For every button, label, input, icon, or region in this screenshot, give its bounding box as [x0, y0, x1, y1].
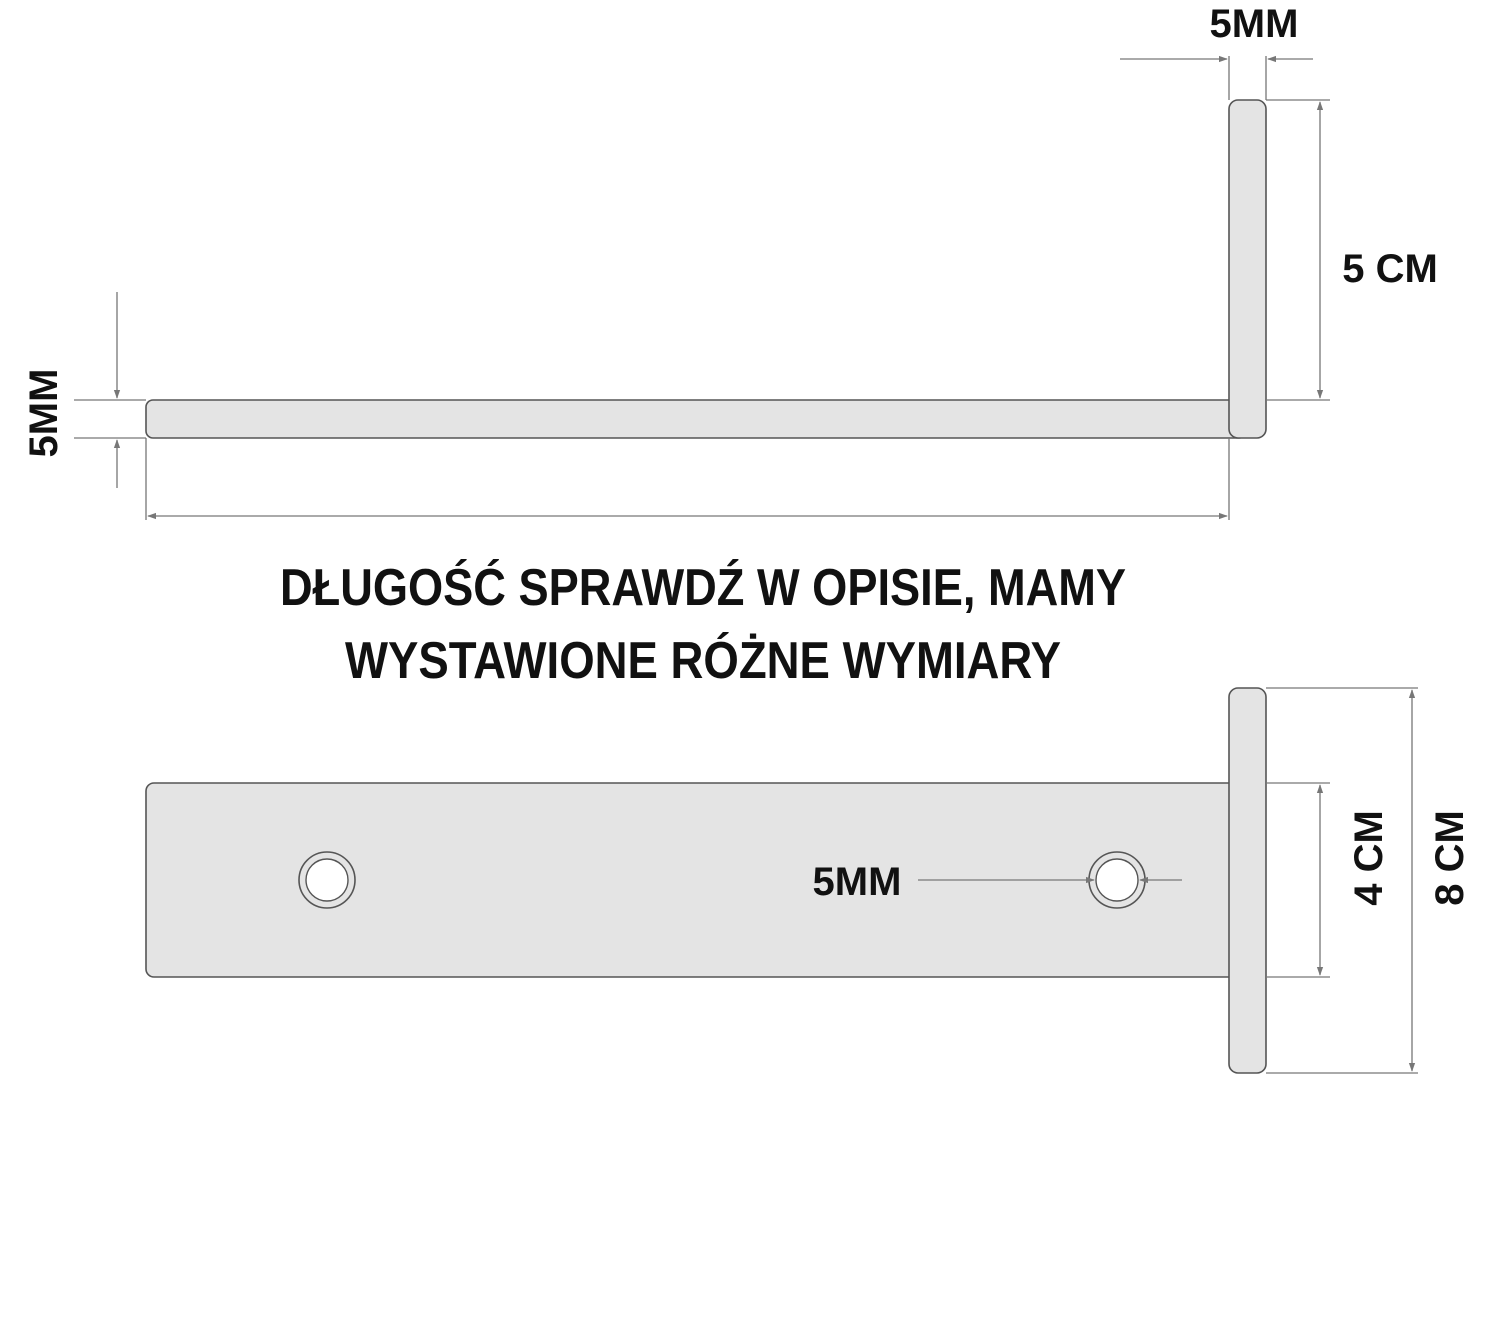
- upright-height-label: 5 CM: [1342, 247, 1438, 291]
- side-view: 5MM 5 CM 5MM: [22, 2, 1438, 520]
- flange-height-label: 8 CM: [1428, 810, 1472, 906]
- hole-right: [1088, 851, 1146, 909]
- top-thickness-label: 5MM: [1210, 2, 1299, 46]
- top-view: 5MM 4 CM 8 CM: [145, 687, 1472, 1074]
- flange: [1228, 687, 1267, 1074]
- heading: DŁUGOŚĆ SPRAWDŹ W OPISIE, MAMY WYSTAWION…: [280, 559, 1126, 690]
- hole-diameter-label: 5MM: [813, 860, 902, 904]
- horizontal-arm: [145, 399, 1247, 439]
- heading-line-1: DŁUGOŚĆ SPRAWDŹ W OPISIE, MAMY: [280, 559, 1126, 617]
- left-thickness-label: 5MM: [22, 369, 66, 458]
- vertical-upright: [1228, 99, 1267, 439]
- hole-left: [298, 851, 356, 909]
- plate-width-label: 4 CM: [1347, 810, 1391, 906]
- heading-line-2: WYSTAWIONE RÓŻNE WYMIARY: [345, 632, 1061, 690]
